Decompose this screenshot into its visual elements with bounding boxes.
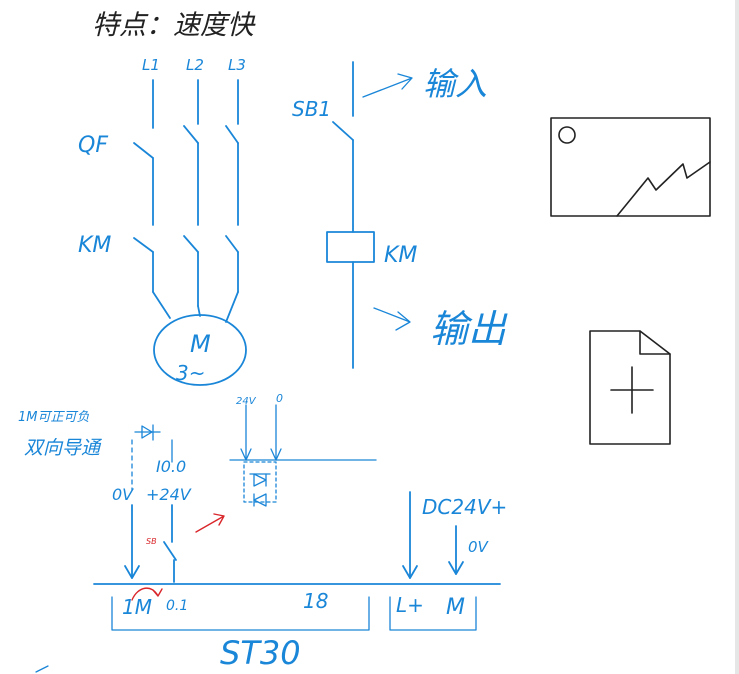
note-line1: 1M可正可负 [18, 410, 90, 425]
label-l2: L2 [186, 56, 204, 74]
control-circuit [326, 61, 413, 369]
label-km-coil: KM [384, 243, 417, 268]
terminal-1m: 1M [122, 595, 152, 619]
terminal-18: 18 [303, 589, 328, 613]
stray-stroke [35, 665, 49, 673]
label-input: 输入 [423, 65, 487, 103]
label-output: 输出 [430, 307, 508, 351]
label-0v-right: 0V [468, 538, 490, 556]
terminal-01: 0.1 [166, 598, 188, 614]
right-scroll-edge [735, 0, 739, 674]
motor-circle [153, 314, 247, 386]
red-arrow [195, 513, 225, 533]
label-l3: L3 [228, 56, 246, 74]
label-i00: I0.0 [156, 457, 186, 476]
label-km-left: KM [78, 233, 111, 258]
image-placeholder-icon[interactable] [550, 117, 711, 217]
label-sb1: SB1 [292, 97, 331, 121]
motor-phase: 3~ [176, 361, 205, 385]
note-line2: 双向导通 [24, 437, 103, 459]
red-hook [131, 587, 163, 601]
label-0v: 0V [112, 485, 134, 504]
label-zero-small: 0 [276, 392, 283, 405]
label-dc24v: DC24V+ [422, 495, 507, 519]
terminal-m: M [446, 595, 465, 620]
label-l1: L1 [142, 56, 160, 74]
add-file-icon[interactable] [589, 330, 671, 445]
label-qf: QF [78, 133, 108, 158]
motor-m: M [190, 330, 211, 358]
label-plus24v: +24V [146, 485, 192, 504]
label-24v-small: 24V [236, 396, 257, 407]
title: 特点：速度快 [92, 10, 256, 41]
plc-wiring [93, 404, 501, 631]
main-circuit [133, 79, 239, 323]
label-sb: SB [146, 537, 157, 546]
label-st30: ST30 [220, 634, 301, 672]
terminal-lplus: L+ [396, 593, 424, 617]
